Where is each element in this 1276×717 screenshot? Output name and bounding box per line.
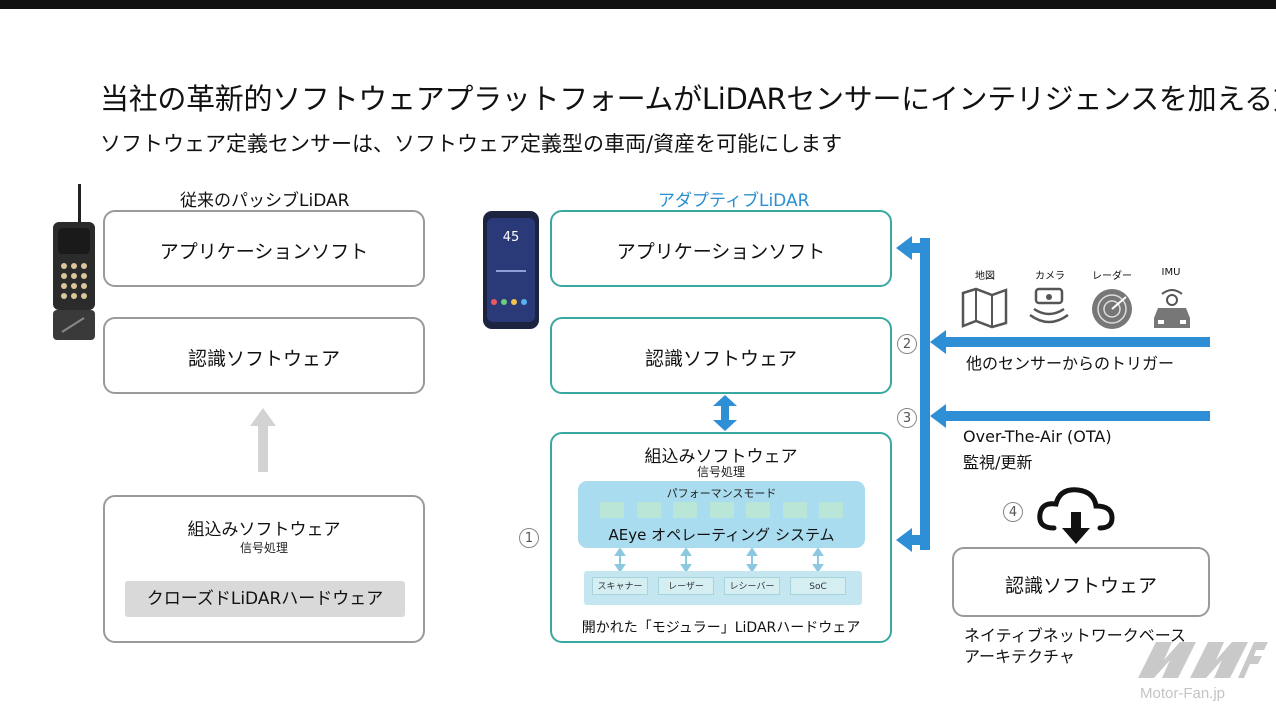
legacy-embedded-label: 組込みソフトウェア	[187, 520, 341, 540]
step-1-badge: 1	[519, 528, 539, 548]
open-hardware-label: 開かれた「モジュラー」LiDARハードウェア	[581, 620, 861, 636]
watermark: Motor-Fan.jp	[1140, 685, 1226, 702]
perf-slot	[673, 502, 697, 518]
radar-icon	[1092, 289, 1132, 329]
legacy-signal-label: 信号処理	[239, 541, 288, 555]
adaptive-heading: アダプティブLiDAR	[658, 191, 810, 211]
legacy-app-label: アプリケーションソフト	[159, 241, 369, 263]
legacy-app-box: アプリケーションソフト	[103, 210, 425, 287]
perf-slot	[637, 502, 661, 518]
imu-label: IMU	[1161, 267, 1181, 278]
adaptive-app-box: アプリケーションソフト	[550, 210, 892, 287]
right-perception-box: 認識ソフトウェア	[952, 547, 1210, 617]
step-4-badge: 4	[1003, 502, 1023, 522]
ota-label: Over-The-Air (OTA)	[963, 427, 1112, 446]
adaptive-perception-label: 認識ソフトウェア	[644, 348, 797, 370]
os-panel: パフォーマンスモード AEye オペレーティング システム	[578, 481, 865, 548]
cloud-download-icon	[1037, 487, 1115, 544]
perf-slot	[710, 502, 734, 518]
adaptive-perception-box: 認識ソフトウェア	[550, 317, 892, 394]
step-2-badge: 2	[897, 334, 917, 354]
feedback-arrows	[896, 236, 1210, 552]
camera-label: カメラ	[1035, 271, 1065, 282]
legacy-up-arrow	[250, 408, 276, 472]
trigger-label: 他のセンサーからのトリガー	[966, 354, 1175, 373]
os-hardware-arrows	[614, 548, 824, 572]
legacy-closed-hardware: クローズドLiDARハードウェア	[125, 581, 405, 617]
bidirectional-arrow	[713, 395, 737, 431]
architecture-label: アーキテクチャ	[964, 647, 1075, 666]
right-perception-label: 認識ソフトウェア	[1004, 575, 1157, 597]
module-laser: レーザー	[658, 577, 714, 595]
perf-slot	[783, 502, 807, 518]
perf-slot	[746, 502, 770, 518]
camera-icon	[1029, 287, 1069, 324]
top-bar	[0, 0, 1276, 9]
map-label: 地図	[975, 271, 995, 282]
adaptive-app-label: アプリケーションソフト	[616, 241, 826, 263]
legacy-perception-label: 認識ソフトウェア	[187, 348, 340, 370]
perf-slot	[819, 502, 843, 518]
module-receiver: レシーバー	[724, 577, 780, 595]
os-label: AEye オペレーティング システム	[608, 526, 835, 544]
legacy-perception-box: 認識ソフトウェア	[103, 317, 425, 394]
module-scanner: スキャナー	[592, 577, 648, 595]
adaptive-signal-label: 信号処理	[696, 465, 745, 479]
network-label: ネイティブネットワークベース	[964, 626, 1186, 645]
page-title: 当社の革新的ソフトウェアプラットフォームがLiDARセンサーにインテリジェンスを…	[100, 82, 1276, 116]
adaptive-embedded-label: 組込みソフトウェア	[644, 447, 798, 467]
legacy-heading: 従来のパッシブLiDAR	[180, 191, 350, 211]
map-icon	[961, 287, 1008, 329]
flip-phone-image	[50, 184, 100, 344]
smartphone-image: 45	[482, 210, 540, 330]
step-3-badge: 3	[897, 408, 917, 428]
page-subtitle: ソフトウェア定義センサーは、ソフトウェア定義型の車両/資産を可能にします	[100, 132, 843, 156]
legacy-embedded-box: 組込みソフトウェア 信号処理 クローズドLiDARハードウェア	[103, 495, 425, 643]
module-soc: SoC	[790, 577, 846, 595]
motorfan-logo	[1138, 642, 1268, 678]
performance-mode-label: パフォーマンスモード	[666, 487, 777, 500]
car-icon	[1154, 289, 1190, 328]
ota-monitor-label: 監視/更新	[963, 453, 1033, 472]
perf-slot	[600, 502, 624, 518]
phone-time: 45	[502, 230, 520, 245]
radar-label: レーダー	[1092, 271, 1132, 282]
